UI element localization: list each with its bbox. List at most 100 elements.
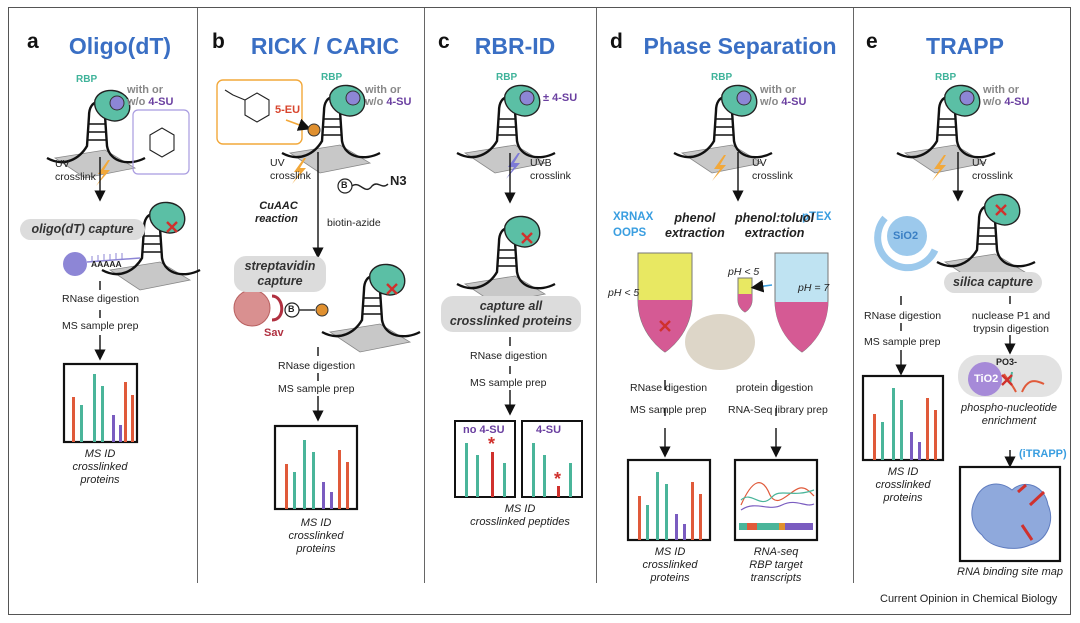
- panel-c-star-1: *: [488, 434, 496, 454]
- panel-e-letter: e: [866, 30, 878, 53]
- panel-c-letter: c: [438, 30, 450, 53]
- panel-e-step-rnase: RNase digestion: [864, 310, 942, 322]
- panel-d-step-ms: MS sample prep: [630, 404, 707, 416]
- panel-d-letter: d: [610, 30, 623, 53]
- bar: [532, 443, 535, 497]
- bar: [665, 484, 668, 540]
- bar: [491, 452, 494, 497]
- panel-d-oops: OOPS: [613, 227, 647, 239]
- panel-d-step-rnase: RNase digestion: [630, 382, 708, 394]
- figure-frame: [8, 7, 1071, 615]
- panel-a-step-ms: MS sample prep: [62, 320, 139, 332]
- panel-b-letter: b: [212, 30, 225, 53]
- bar: [646, 505, 649, 540]
- panel-a-step-rnase: RNase digestion: [62, 293, 140, 305]
- credit-line: Current Opinion in Chemical Biology: [880, 593, 1058, 605]
- panel-b-n3: N3: [390, 173, 407, 188]
- panel-b-step-ms: MS sample prep: [278, 383, 355, 395]
- chart-c-bars: [465, 443, 572, 497]
- panel-d-step-protein: protein digestion: [736, 382, 814, 394]
- bar: [691, 482, 694, 540]
- panel-c-title: RBR-ID: [474, 33, 556, 59]
- bar: [330, 492, 333, 509]
- chart-a-bars: [72, 374, 134, 442]
- bar: [93, 374, 96, 442]
- panel-a-polya-label: AAAAA: [91, 259, 122, 269]
- panel-b-5eu-label: 5-EU: [275, 104, 301, 116]
- panel-e-rbp-label: RBP: [935, 72, 957, 83]
- bar: [312, 452, 315, 509]
- bar: [881, 422, 884, 460]
- bar: [124, 382, 127, 442]
- bar: [873, 414, 876, 460]
- panel-c-step-ms: MS sample prep: [470, 377, 547, 389]
- panel-e-capture-pill: silica capture: [944, 272, 1042, 293]
- panel-e-result-right: RNA binding site map: [957, 566, 1063, 578]
- panel-e-tio2: TiO2: [974, 373, 999, 385]
- panel-d-ph-mid: pH < 5: [728, 266, 760, 278]
- bar: [900, 400, 903, 460]
- bar: [503, 463, 506, 497]
- bar: [285, 464, 288, 509]
- bar: [322, 482, 325, 509]
- chart-e-bars: [873, 388, 937, 460]
- bar: [675, 514, 678, 540]
- bar: [119, 425, 122, 442]
- bar: [926, 398, 929, 460]
- bar: [476, 455, 479, 497]
- panel-c-rbp-label: RBP: [496, 72, 518, 83]
- bar: [683, 524, 686, 540]
- bar: [892, 388, 895, 460]
- bar: [72, 397, 75, 442]
- bar: [338, 450, 341, 509]
- bar: [918, 442, 921, 460]
- divider-cd: [596, 8, 597, 583]
- panel-b-biotin-b2: B: [288, 304, 295, 314]
- panel-b-biotin-b: B: [341, 180, 348, 190]
- panel-d-xrnax: XRNAX: [613, 211, 654, 223]
- panel-a-rbp-label: RBP: [76, 74, 98, 85]
- bar: [80, 405, 83, 442]
- panel-d-ph-right: pH = 7: [798, 282, 830, 294]
- panel-b-sav: Sav: [264, 327, 284, 339]
- bar: [910, 432, 913, 460]
- panel-d-title: Phase Separation: [643, 33, 837, 59]
- chart-d-tracks: [739, 482, 815, 530]
- bar: [638, 496, 641, 540]
- bar: [699, 494, 702, 540]
- panel-e-itrapp: (iTRAPP): [1019, 448, 1067, 460]
- panel-a-capture-pill: oligo(dT) capture: [20, 219, 145, 240]
- panel-a-title: Oligo(dT): [68, 33, 172, 59]
- panel-c-4su-label: ± 4-SU: [543, 92, 578, 104]
- panel-d-rbp-label: RBP: [711, 72, 733, 83]
- panel-b-step-rnase: RNase digestion: [278, 360, 356, 372]
- bar: [112, 415, 115, 442]
- panel-e-step-ms: MS sample prep: [864, 336, 941, 348]
- bar: [934, 410, 937, 460]
- panel-d-ptex: pTEX: [802, 211, 832, 223]
- panel-b-title: RICK / CARIC: [250, 33, 400, 59]
- panel-e-sio2: SiO2: [893, 230, 919, 242]
- panel-b-biotin-azide: biotin-azide: [327, 217, 381, 229]
- panel-a-letter: a: [27, 30, 39, 53]
- panel-c-box2-label: 4-SU: [536, 424, 562, 436]
- chart-d-bars: [638, 472, 702, 540]
